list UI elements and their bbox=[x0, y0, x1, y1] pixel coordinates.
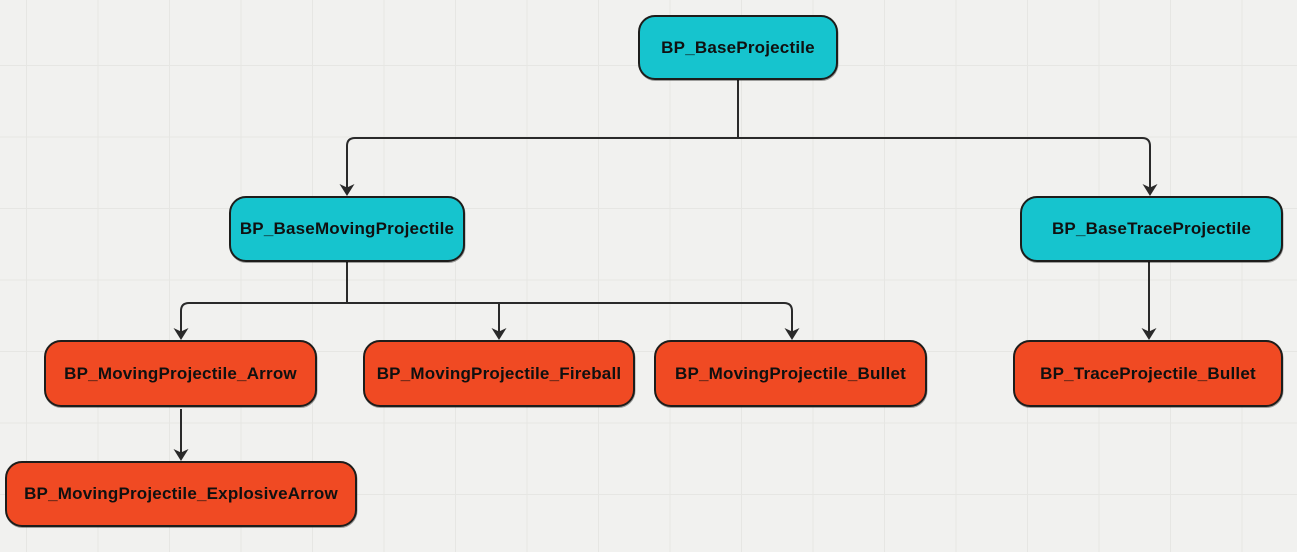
node-bp-base-trace-projectile[interactable]: BP_BaseTraceProjectile bbox=[1020, 196, 1283, 262]
node-label: BP_MovingProjectile_Arrow bbox=[64, 363, 297, 383]
arrowhead-icon bbox=[1142, 184, 1158, 196]
node-label: BP_MovingProjectile_Fireball bbox=[376, 363, 622, 383]
node-label: BP_TraceProjectile_Bullet bbox=[1040, 363, 1256, 383]
arrowhead-icon bbox=[1141, 328, 1157, 340]
arrowhead-icon bbox=[491, 328, 507, 340]
arrowhead-icon bbox=[339, 184, 355, 196]
node-label: BP_MovingProjectile_Bullet bbox=[675, 363, 906, 383]
node-label: BP_MovingProjectile_ExplosiveArrow bbox=[24, 484, 338, 503]
arrowhead-icon bbox=[173, 449, 189, 461]
node-bp-trace-projectile-bullet[interactable]: BP_TraceProjectile_Bullet bbox=[1013, 340, 1283, 407]
node-bp-moving-projectile-arrow[interactable]: BP_MovingProjectile_Arrow bbox=[44, 340, 317, 407]
edge-tier1-rail bbox=[346, 137, 1151, 191]
node-bp-base-projectile[interactable]: BP_BaseProjectile bbox=[638, 15, 838, 80]
edge-tier2-rail bbox=[180, 302, 793, 336]
node-label: BP_BaseTraceProjectile bbox=[1051, 219, 1252, 238]
arrowhead-icon bbox=[173, 328, 189, 340]
node-bp-moving-projectile-fireball[interactable]: BP_MovingProjectile_Fireball bbox=[363, 340, 635, 407]
node-bp-moving-projectile-explosive-arrow[interactable]: BP_MovingProjectile_ExplosiveArrow bbox=[5, 461, 357, 527]
node-bp-moving-projectile-bullet[interactable]: BP_MovingProjectile_Bullet bbox=[654, 340, 927, 407]
arrowhead-icon bbox=[784, 328, 800, 340]
node-label: BP_BaseProjectile bbox=[661, 37, 815, 57]
node-bp-base-moving-projectile[interactable]: BP_BaseMovingProjectile bbox=[229, 196, 465, 262]
node-label: BP_BaseMovingProjectile bbox=[239, 219, 455, 238]
